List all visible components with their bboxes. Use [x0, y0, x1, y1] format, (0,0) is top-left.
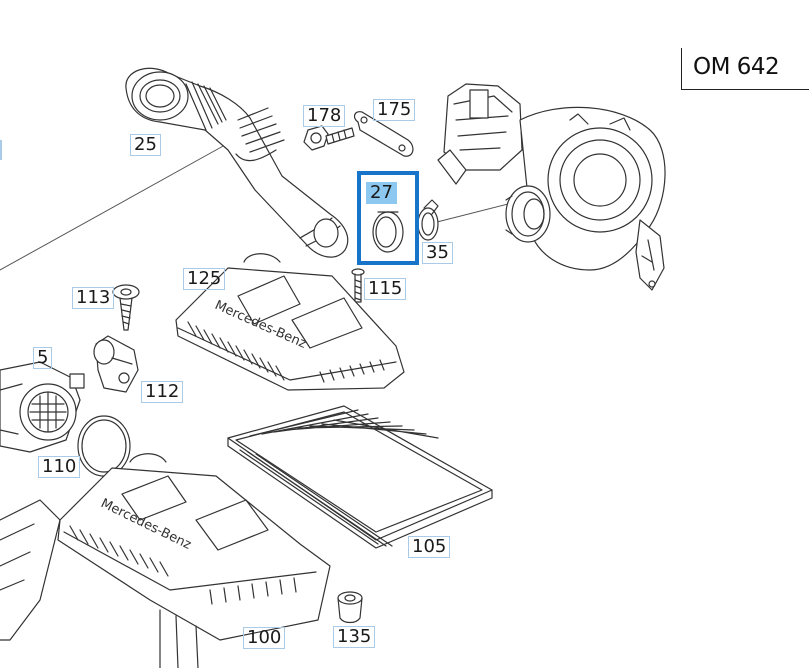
callout-100[interactable]: 100	[243, 627, 286, 649]
air-filter-element-part-105	[227, 405, 493, 549]
callout-112[interactable]: 112	[141, 381, 184, 403]
callout-178[interactable]: 178	[303, 105, 346, 127]
sensor-part-112	[93, 335, 139, 393]
intake-hose-part-25	[125, 67, 349, 258]
seal-ring-part-27	[372, 211, 404, 253]
o-ring-part-110	[77, 415, 131, 477]
callout-113[interactable]: 113	[72, 287, 115, 309]
callout-105[interactable]: 105	[408, 536, 451, 558]
callout-27[interactable]: 27	[366, 182, 397, 204]
turbocharger-assembly	[437, 83, 666, 291]
edge-marker	[0, 140, 2, 160]
small-part-135	[337, 591, 363, 624]
callout-175[interactable]: 175	[373, 99, 416, 121]
engine-code-label: OM 642	[681, 48, 809, 90]
clamp-part-35	[417, 199, 439, 241]
airbox-housing-part-100	[0, 453, 331, 668]
air-mass-sensor-part-5	[0, 361, 85, 453]
airbox-cover-part-125	[175, 253, 405, 391]
plate-part-175	[353, 111, 414, 157]
callout-135[interactable]: 135	[333, 626, 376, 648]
callout-125[interactable]: 125	[183, 268, 226, 290]
bolt-part-178	[303, 125, 355, 151]
callout-110[interactable]: 110	[38, 456, 81, 478]
callout-115[interactable]: 115	[364, 278, 407, 300]
callout-5[interactable]: 5	[33, 347, 53, 369]
callout-25[interactable]: 25	[130, 134, 161, 156]
screw-part-115	[351, 268, 365, 303]
callout-35[interactable]: 35	[422, 242, 453, 264]
screw-part-113	[112, 284, 140, 331]
